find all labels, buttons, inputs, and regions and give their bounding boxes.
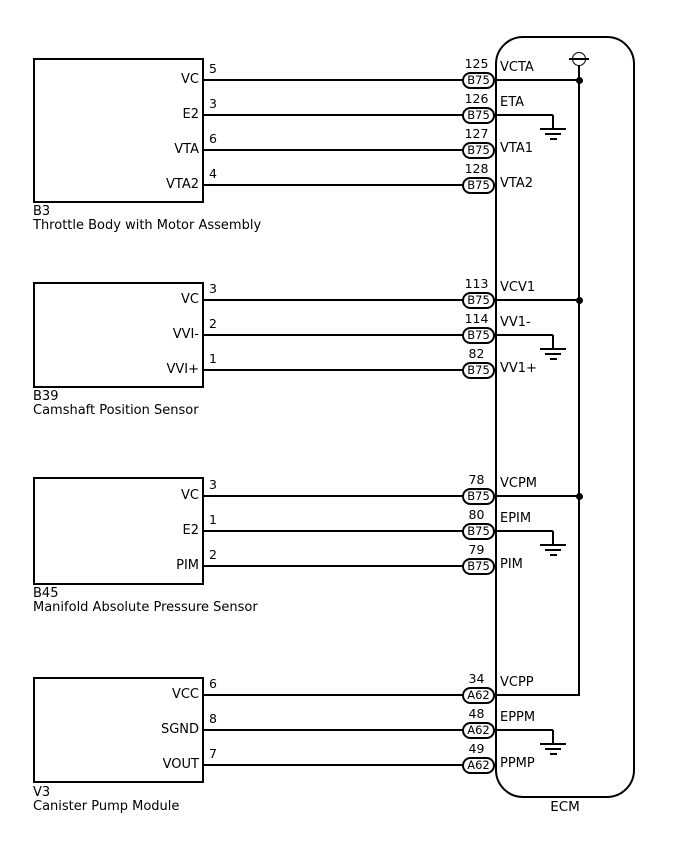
- wire: [204, 149, 495, 151]
- module-id: V3: [33, 785, 51, 800]
- connector-pill: B75: [462, 291, 495, 309]
- connector-pill: B75: [462, 71, 495, 89]
- ecm-terminal-number: 125: [464, 56, 489, 71]
- connector-pill: B75: [462, 176, 495, 194]
- ecm-box: [495, 36, 635, 798]
- module-box-b39: [33, 282, 204, 388]
- module-pin-number: 1: [209, 351, 217, 366]
- connector-pill: B75: [462, 557, 495, 575]
- module-pin-number: 6: [209, 131, 217, 146]
- connector-pill: A62: [462, 756, 495, 774]
- ecm-terminal-number: 48: [468, 706, 485, 721]
- module-pin-number: 2: [209, 316, 217, 331]
- module-id: B45: [33, 586, 59, 601]
- module-pin-number: 6: [209, 676, 217, 691]
- module-pin-number: 1: [209, 512, 217, 527]
- ecm-label: ECM: [550, 799, 580, 815]
- wire: [204, 369, 495, 371]
- wire: [204, 764, 495, 766]
- ecm-terminal-number: 126: [464, 91, 489, 106]
- module-pin-number: 7: [209, 746, 217, 761]
- wire: [204, 184, 495, 186]
- ecm-terminal-number: 80: [468, 507, 485, 522]
- module-id: B3: [33, 204, 51, 219]
- connector-pill: B75: [462, 141, 495, 159]
- connector-pill: B75: [462, 361, 495, 379]
- ecm-terminal-number: 127: [464, 126, 489, 141]
- ecm-terminal-number: 82: [468, 346, 485, 361]
- module-pin-number: 3: [209, 477, 217, 492]
- module-pin-number: 5: [209, 61, 217, 76]
- module-pin-number: 3: [209, 281, 217, 296]
- connector-pill: B75: [462, 487, 495, 505]
- connector-pill: B75: [462, 106, 495, 124]
- module-pin-number: 8: [209, 711, 217, 726]
- ecm-terminal-number: 49: [468, 741, 485, 756]
- module-name: Throttle Body with Motor Assembly: [33, 218, 262, 233]
- module-id: B39: [33, 389, 59, 404]
- ecm-terminal-number: 128: [464, 161, 489, 176]
- connector-pill: A62: [462, 721, 495, 739]
- module-name: Canister Pump Module: [33, 799, 180, 814]
- ecm-terminal-number: 34: [468, 671, 485, 686]
- connector-pill: B75: [462, 326, 495, 344]
- shield-ground-icon-bar: [569, 58, 589, 60]
- ecm-terminal-number: 78: [468, 472, 485, 487]
- connector-pill: B75: [462, 522, 495, 540]
- module-pin-number: 4: [209, 166, 217, 181]
- ecm-terminal-number: 79: [468, 542, 485, 557]
- module-box-b3: [33, 58, 204, 203]
- module-name: Manifold Absolute Pressure Sensor: [33, 600, 258, 615]
- wire: [204, 565, 495, 567]
- module-name: Camshaft Position Sensor: [33, 403, 199, 418]
- module-box-b45: [33, 477, 204, 585]
- ecm-terminal-number: 114: [464, 311, 489, 326]
- module-pin-number: 2: [209, 547, 217, 562]
- power-bus-line: [578, 65, 580, 696]
- module-pin-number: 3: [209, 96, 217, 111]
- connector-pill: A62: [462, 686, 495, 704]
- ecm-terminal-number: 113: [464, 276, 489, 291]
- module-box-v3: [33, 677, 204, 783]
